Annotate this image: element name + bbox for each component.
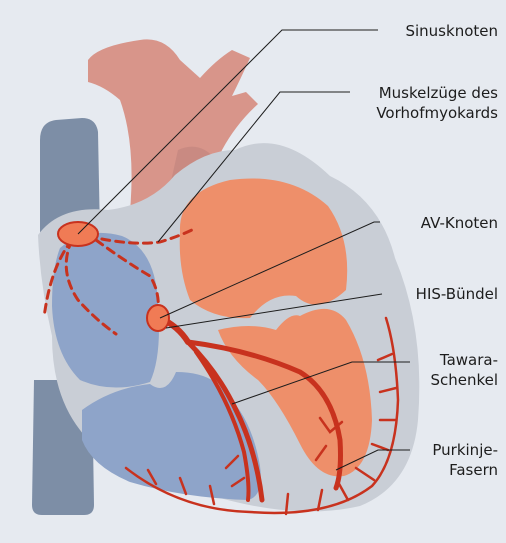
label-sinusknoten: Sinusknoten bbox=[405, 21, 498, 41]
label-av-knoten: AV-Knoten bbox=[421, 213, 498, 233]
av-node bbox=[147, 305, 169, 331]
label-muskelzuege: Muskelzüge des Vorhofmyokards bbox=[376, 83, 498, 123]
label-tawara-schenkel: Tawara- Schenkel bbox=[430, 350, 498, 390]
label-his-buendel: HIS-Bündel bbox=[416, 284, 498, 304]
label-purkinje-fasern: Purkinje- Fasern bbox=[432, 440, 498, 480]
